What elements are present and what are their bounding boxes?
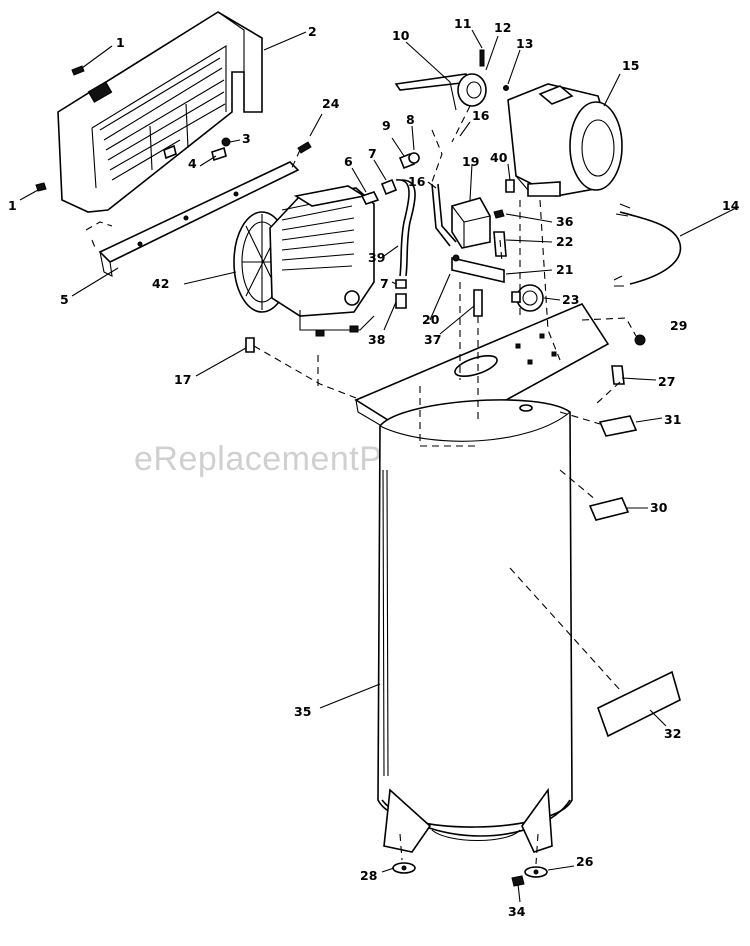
nut-29 [634, 334, 646, 346]
electric-motor [507, 83, 623, 197]
bracket-16 [431, 183, 457, 247]
callout-6: 6 [344, 154, 353, 169]
mounting-rail [98, 161, 300, 277]
callout-11: 11 [454, 16, 471, 31]
callout-8: 8 [406, 112, 415, 127]
callout-29: 29 [670, 318, 687, 333]
callout-30: 30 [650, 500, 668, 515]
setscrew-11 [479, 49, 485, 67]
manifold-21 [451, 254, 505, 284]
pressure-gauge [511, 284, 544, 312]
nut-8 [408, 152, 420, 164]
fitting-38 [395, 293, 407, 309]
fitting-7-lower [395, 279, 407, 289]
callout-21: 21 [556, 262, 573, 277]
gauge-tube [382, 469, 389, 777]
callout-42: 42 [152, 276, 169, 291]
decal-30 [588, 497, 630, 521]
callout-16-lower: 16 [408, 174, 426, 189]
callout-38: 38 [368, 332, 385, 347]
callout-labels: 1 1 2 3 4 5 6 7 7 8 9 10 11 12 13 14 15 … [8, 16, 740, 919]
pressure-switch [451, 197, 491, 249]
callout-10: 10 [392, 28, 410, 43]
callout-32: 32 [664, 726, 681, 741]
callout-1-side: 1 [8, 198, 17, 213]
check-valve [473, 289, 483, 317]
nut-3 [221, 137, 231, 147]
callout-7-lower: 7 [380, 276, 389, 291]
callout-16-upper: 16 [472, 108, 490, 123]
callout-15: 15 [622, 58, 639, 73]
callout-3: 3 [242, 131, 251, 146]
callout-5: 5 [60, 292, 69, 307]
callout-37: 37 [424, 332, 441, 347]
pump-assembly [233, 185, 375, 337]
decal-32 [597, 670, 681, 738]
callout-17: 17 [174, 372, 191, 387]
callout-12: 12 [494, 20, 511, 35]
foot-pad-26 [524, 866, 548, 878]
screw-40 [505, 179, 515, 193]
fitting-36 [493, 209, 505, 219]
callout-35: 35 [294, 704, 311, 719]
callout-28: 28 [360, 868, 377, 883]
callout-7-upper: 7 [368, 146, 377, 161]
callout-14: 14 [722, 198, 740, 213]
callout-24: 24 [322, 96, 340, 111]
callout-31: 31 [664, 412, 681, 427]
air-tank [377, 399, 573, 853]
callout-39: 39 [368, 250, 385, 265]
callout-2: 2 [308, 24, 317, 39]
discharge-tube [395, 179, 416, 277]
callout-4: 4 [188, 156, 197, 171]
drain-valve-27 [611, 365, 625, 385]
power-cord [613, 203, 682, 287]
assembly-lines [85, 105, 637, 865]
callout-20: 20 [422, 312, 440, 327]
fitting-6 [360, 191, 380, 205]
callout-9: 9 [382, 118, 391, 133]
key-13 [503, 85, 509, 91]
callout-34: 34 [508, 904, 526, 919]
leader-lines [19, 29, 737, 903]
callout-22: 22 [556, 234, 573, 249]
belt-guard [57, 11, 263, 213]
bolt-17 [245, 337, 255, 353]
bolt-24 [297, 141, 312, 154]
callout-26: 26 [576, 854, 594, 869]
bolt-1-top [71, 65, 85, 76]
bolt-1-side [35, 182, 47, 192]
callout-36: 36 [556, 214, 574, 229]
callout-19: 19 [462, 154, 479, 169]
motor-pulley [457, 73, 487, 107]
foot-pad-28 [392, 862, 416, 874]
callout-1-top: 1 [116, 35, 125, 50]
callout-23: 23 [562, 292, 579, 307]
bolt-34 [511, 875, 525, 887]
elbow-7 [380, 178, 398, 196]
callout-27: 27 [658, 374, 675, 389]
callout-40: 40 [490, 150, 508, 165]
callout-13: 13 [516, 36, 533, 51]
decal-31 [598, 415, 638, 437]
